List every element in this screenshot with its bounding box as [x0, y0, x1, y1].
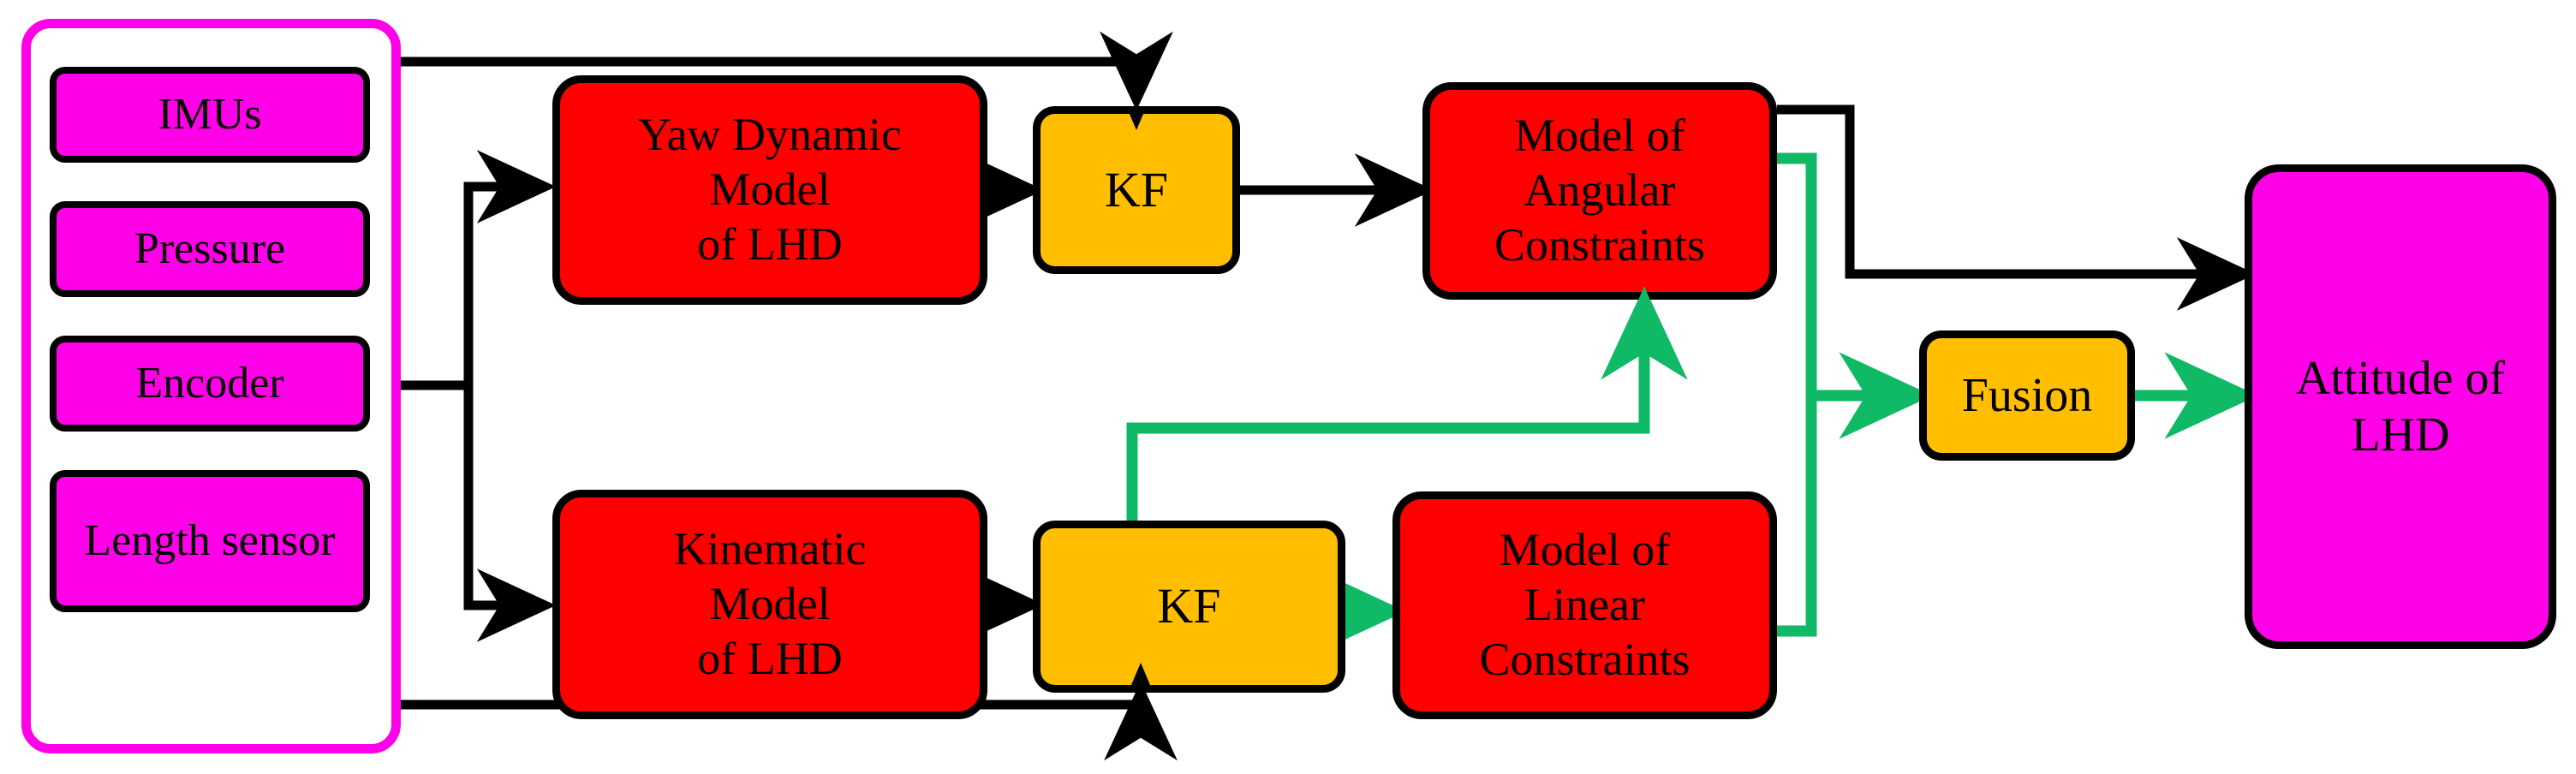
node-angular-constraints[interactable]: Model of Angular Constraints — [1422, 82, 1777, 300]
node-label-angular-constraints: Model of Angular Constraints — [1494, 110, 1705, 271]
node-yaw-dynamic-model[interactable]: Yaw Dynamic Model of LHD — [552, 75, 987, 305]
node-kinematic-model[interactable]: Kinematic Model of LHD — [552, 490, 987, 719]
edge-sensors-to-kinematic-model — [463, 385, 557, 642]
sensor-box-length-sensor[interactable]: Length sensor — [50, 470, 370, 612]
node-label-kf-top: KF — [1104, 161, 1169, 217]
sensor-box-imus[interactable]: IMUs — [50, 67, 370, 163]
edge-angular-to-attitude — [1777, 104, 2257, 311]
sensor-label-encoder: Encoder — [135, 358, 284, 408]
edge-sensors-to-kf-top — [401, 31, 1173, 111]
sensor-label-length-sensor: Length sensor — [84, 515, 336, 565]
node-attitude-output[interactable]: Attitude of LHD — [2245, 164, 2556, 649]
node-label-fusion: Fusion — [1961, 368, 2093, 422]
sensor-label-pressure: Pressure — [134, 223, 286, 273]
arrowhead-angular-bottom-in — [1635, 286, 1654, 308]
edge-angular-to-fusion — [1777, 152, 1933, 439]
edge-sensors-to-yaw-model — [401, 150, 557, 390]
edge-linear-to-fusion — [1777, 396, 1817, 637]
node-label-attitude-output: Attitude of LHD — [2295, 351, 2506, 461]
node-label-kinematic-model: Kinematic Model of LHD — [673, 523, 867, 684]
sensor-box-pressure[interactable]: Pressure — [50, 201, 370, 297]
sensor-label-imus: IMUs — [158, 89, 262, 139]
arrowhead-kf-bottom-in — [1131, 663, 1150, 685]
node-label-yaw-dynamic-model: Yaw Dynamic Model of LHD — [638, 109, 902, 270]
node-label-kf-bottom: KF — [1157, 578, 1221, 634]
node-label-linear-constraints: Model of Linear Constraints — [1479, 524, 1690, 685]
sensor-box-encoder[interactable]: Encoder — [50, 336, 370, 432]
node-linear-constraints[interactable]: Model of Linear Constraints — [1392, 491, 1777, 719]
arrowhead-kf-top-in — [1127, 108, 1146, 130]
edge-kf-bottom-to-angular — [1126, 286, 1688, 591]
